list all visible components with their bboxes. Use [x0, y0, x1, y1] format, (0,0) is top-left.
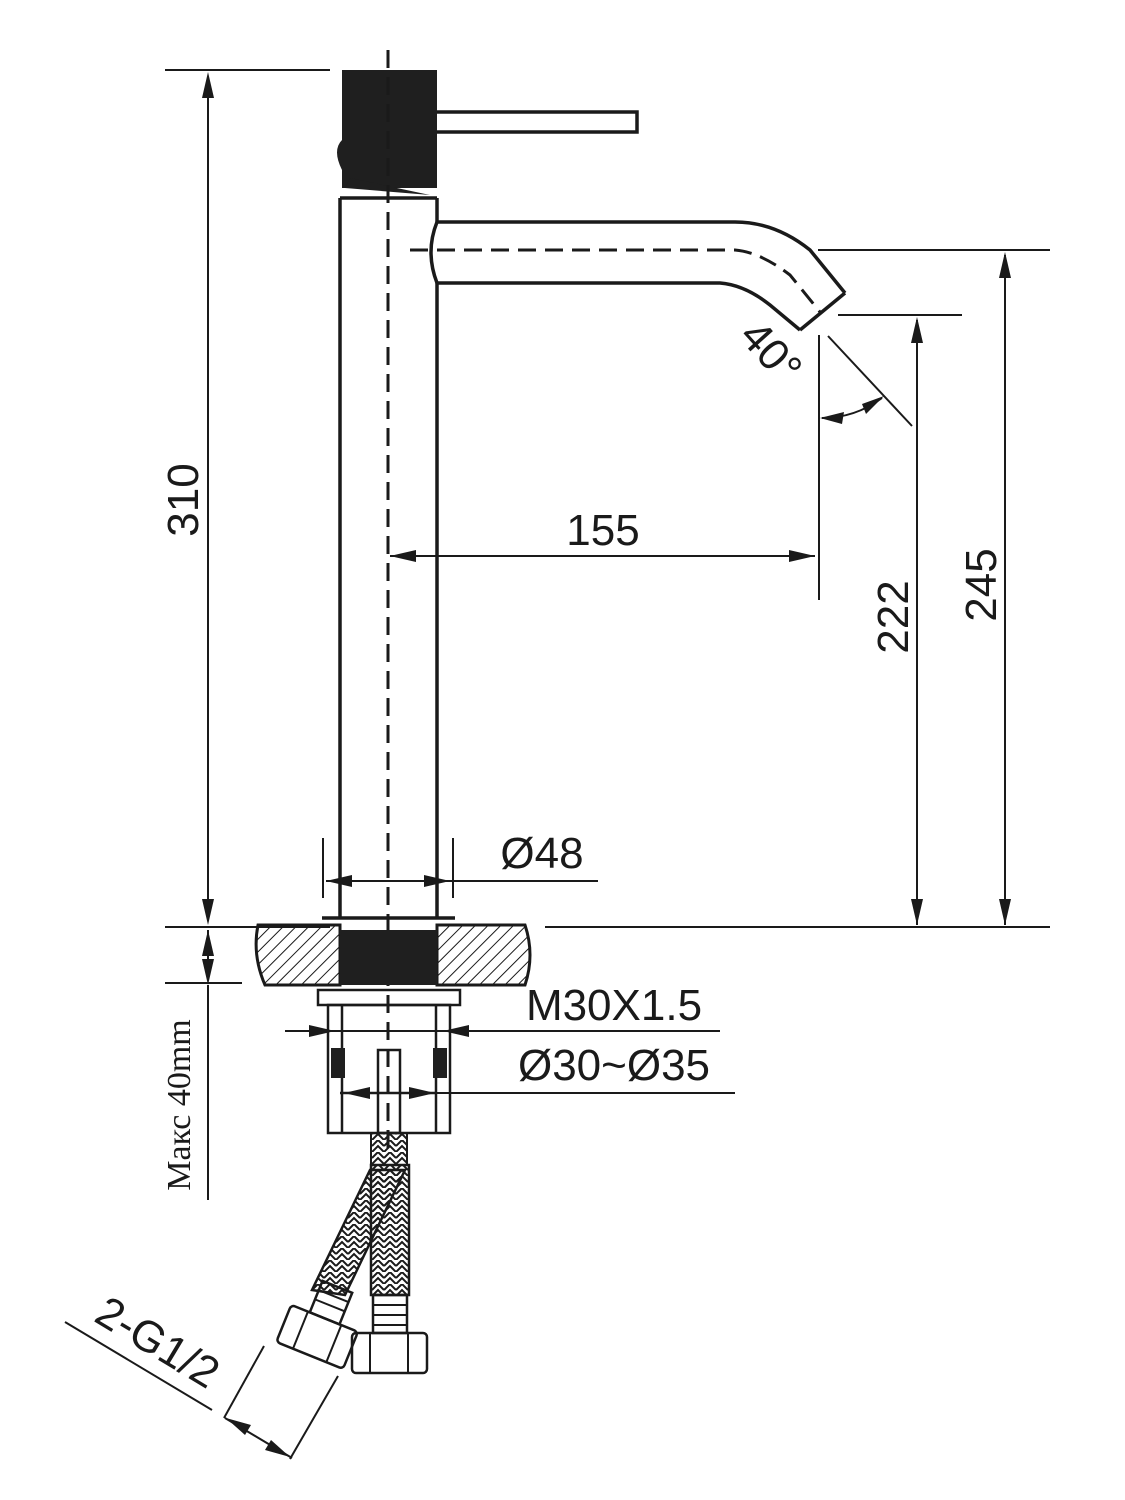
dim-hole-label: Ø30~Ø35	[518, 1041, 710, 1090]
faucet-spout	[410, 220, 847, 332]
dim-connection-label: 2-G1/2	[87, 1287, 228, 1398]
dim-connection: 2-G1/2	[64, 1287, 339, 1460]
dim-body-diameter: Ø48	[322, 829, 598, 898]
dim-reach: 155	[390, 335, 820, 600]
supply-hoses	[276, 1132, 429, 1375]
dim-angle: 40°	[730, 311, 913, 427]
countertop-section	[165, 923, 1050, 987]
dim-hole-diameter: Ø30~Ø35	[342, 1041, 735, 1099]
dim-48-label: Ø48	[500, 829, 583, 878]
dim-40deg-label: 40°	[730, 311, 811, 393]
dim-155-label: 155	[566, 506, 639, 555]
dim-height-total: 310	[159, 69, 330, 925]
dim-222-label: 222	[869, 580, 918, 653]
dim-245-label: 245	[957, 548, 1006, 621]
faucet-handle	[337, 70, 639, 195]
dim-thread: M30X1.5	[285, 981, 720, 1037]
dim-max-label: Макс 40mm	[161, 1019, 198, 1190]
dim-max-thickness: Макс 40mm	[161, 930, 214, 1200]
dim-310-label: 310	[159, 463, 208, 536]
dim-height-spout: 245	[818, 249, 1050, 925]
dim-height-aerator: 222	[838, 314, 962, 925]
dim-thread-label: M30X1.5	[526, 981, 702, 1030]
